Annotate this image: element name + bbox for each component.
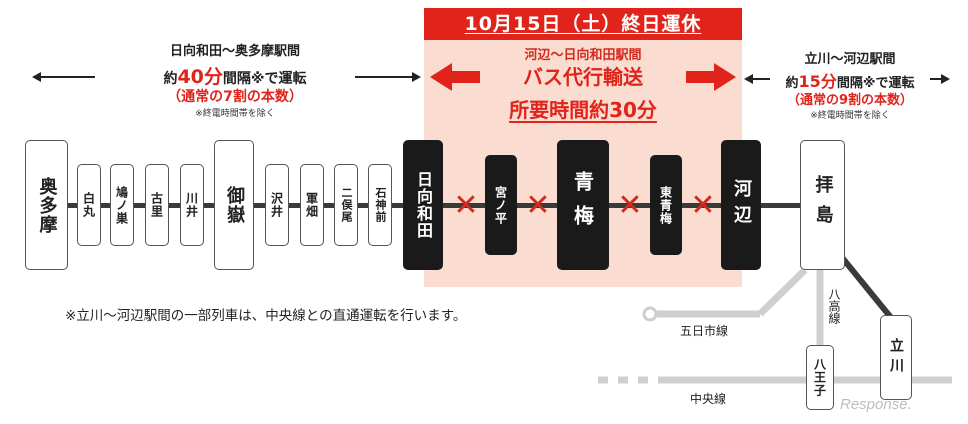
right-interval-pre: 約 <box>785 76 799 91</box>
left-footnote: ※終電時間帯を除く <box>195 109 275 119</box>
left-arrow-head-right <box>412 72 421 82</box>
right-ratio: （通常の9割の本数） <box>786 93 914 108</box>
left-arrow-line-a <box>40 76 95 78</box>
station-hinatawada: 日向和田 <box>403 140 443 270</box>
station-ikusabata: 軍畑 <box>300 164 324 246</box>
station-tachikawa: 立川 <box>880 315 912 400</box>
right-arrow-head-left <box>744 74 753 84</box>
left-info: 日向和田～奥多摩駅間 <box>100 40 370 59</box>
suspended-x-mark-4: ✕ <box>690 188 716 223</box>
right-interval: 約15分間隔※で運転 <box>752 68 948 92</box>
suspension-banner-text: 10月15日（土）終日運休 <box>464 13 702 35</box>
left-section-label: 日向和田～奥多摩駅間 <box>169 44 300 59</box>
left-interval: 約40分間隔※で運転 <box>95 62 375 89</box>
right-section-label: 立川～河辺駅間 <box>804 52 896 67</box>
chuo-line-label: 中央線 <box>690 392 727 406</box>
itsukaichi-line-label: 五日市線 <box>680 324 729 338</box>
watermark-logo: Response. <box>840 396 912 413</box>
suspended-x-mark-2: ✕ <box>525 188 551 223</box>
station-mitake: 御嶽 <box>214 140 254 270</box>
bus-service-label: バス代行輸送 <box>480 64 686 90</box>
station-futamatao: 二俣尾 <box>334 164 358 246</box>
station-haijima: 拝島 <box>800 140 845 270</box>
suspended-x-mark-1: ✕ <box>453 188 479 223</box>
right-arrow-line-a <box>752 78 770 80</box>
station-miyanohira: 宮ノ平 <box>485 155 517 255</box>
station-hachioji: 八王子 <box>806 345 834 410</box>
itsukaichi-terminus <box>642 306 658 322</box>
through-service-note: ※立川～河辺駅間の一部列車は、中央線との直通運転を行います。 <box>65 308 467 324</box>
suspension-banner <box>424 8 742 40</box>
right-arrow-head-right <box>941 74 950 84</box>
left-interval-post: 間隔※で運転 <box>222 71 307 87</box>
bus-duration-label: 所要時間約30分 <box>509 98 657 122</box>
suspended-x-mark-3: ✕ <box>617 188 643 223</box>
left-interval-pre: 約 <box>163 71 178 87</box>
station-ishigamimae: 石神前 <box>368 164 392 246</box>
station-hatonosu: 鳩ノ巣 <box>110 164 134 246</box>
left-arrow-line-b <box>355 76 413 78</box>
hachiko-line-label: 八高線 <box>827 288 841 324</box>
center-section-label: 河辺～日向和田駅間 <box>524 48 642 63</box>
station-sawai: 沢井 <box>265 164 289 246</box>
left-ratio: （通常の7割の本数） <box>167 89 303 105</box>
right-interval-post: 間隔※で運転 <box>836 76 915 91</box>
station-kawai: 川井 <box>180 164 204 246</box>
station-shiromaru: 白丸 <box>77 164 101 246</box>
right-footnote: ※終電時間帯を除く <box>810 111 890 121</box>
station-okutama: 奥多摩 <box>25 140 68 270</box>
right-interval-number: 15分 <box>798 72 837 91</box>
left-arrow-head-left <box>32 72 41 82</box>
station-kabe: 河辺 <box>721 140 761 270</box>
station-kori: 古里 <box>145 164 169 246</box>
left-interval-number: 40分 <box>177 66 223 88</box>
station-higashiome: 東青梅 <box>650 155 682 255</box>
station-ome: 青梅 <box>557 140 609 270</box>
right-arrow-line-b <box>930 78 942 80</box>
